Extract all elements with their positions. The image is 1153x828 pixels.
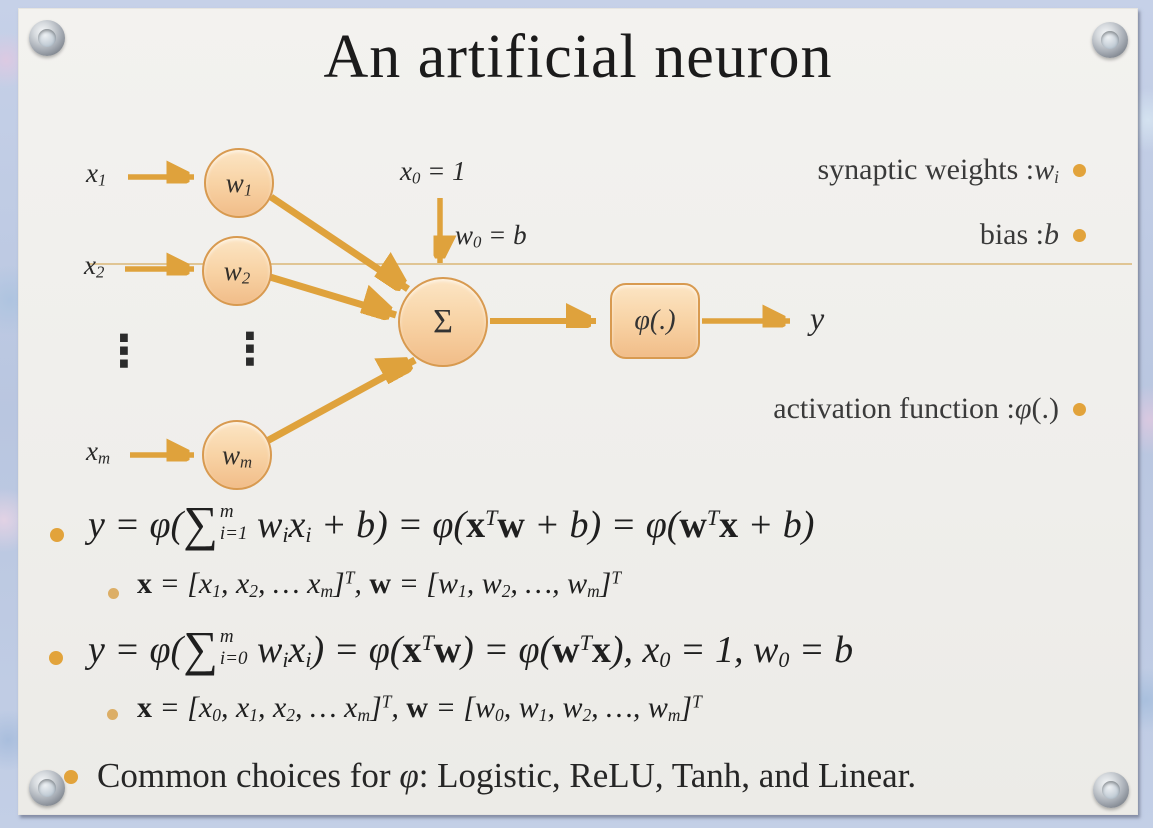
input-xm-label: xm [86, 436, 111, 468]
bias-weight-label: w0 = b [455, 220, 527, 252]
annotation-bias: bias :b [980, 218, 1086, 252]
bullet-icon [49, 651, 63, 665]
annotation-activation-function: activation function :φ(.) [773, 392, 1086, 426]
input-x2-label: x2 [84, 250, 105, 282]
weight-node-wm: wm [202, 420, 272, 490]
grommet-bottom-right-icon [1093, 772, 1129, 808]
bullet-icon [50, 528, 64, 542]
bullet-icon [1073, 163, 1086, 177]
bullet-icon [1073, 402, 1086, 416]
annotation-synaptic-weights: synaptic weights :wi [817, 153, 1086, 187]
formula-line-2-sub: x = [x0, x1, x2, … xm]T, w = [w0, w1, w2… [137, 691, 702, 725]
slide-card: An artificial neuron x1 [18, 8, 1138, 815]
slide-title: An artificial neuron [323, 23, 833, 91]
weight-ellipsis: ⋮ [228, 324, 272, 375]
grommet-top-right-icon [1092, 22, 1128, 58]
grommet-top-left-icon [29, 20, 65, 56]
annotation-bias-text: bias :b [979, 218, 1059, 251]
sigma-label: Σ [433, 303, 453, 340]
activation-node: φ(.) [610, 283, 700, 359]
input-x1-label: x1 [86, 158, 107, 190]
annotation-synaptic-weights-text: synaptic weights :wi [817, 153, 1060, 187]
weight-wm-label: wm [221, 439, 253, 471]
formula-line-1-sub: x = [x1, x2, … xm]T, w = [w1, w2, …, wm]… [137, 567, 622, 601]
input-ellipsis: ⋮ [102, 326, 146, 377]
weight-w2-label: w2 [223, 255, 251, 287]
weight-node-w1: w1 [204, 148, 274, 218]
bias-input-label: x0 = 1 [400, 156, 466, 188]
output-y-label: y [810, 300, 825, 336]
grommet-bottom-left-icon [29, 770, 65, 806]
bullet-icon [64, 770, 78, 784]
formula-line-3: Common choices for φ: Logistic, ReLU, Ta… [97, 756, 917, 795]
weight-node-w2: w2 [202, 236, 272, 306]
weight-w1-label: w1 [225, 167, 253, 199]
summation-node: Σ [398, 277, 488, 367]
bullet-icon [1073, 228, 1086, 242]
annotation-activation-function-text: activation function :φ(.) [773, 392, 1059, 425]
sub-bullet-icon [108, 588, 119, 599]
sub-bullet-icon [107, 709, 118, 720]
phi-label: φ(.) [634, 305, 676, 336]
